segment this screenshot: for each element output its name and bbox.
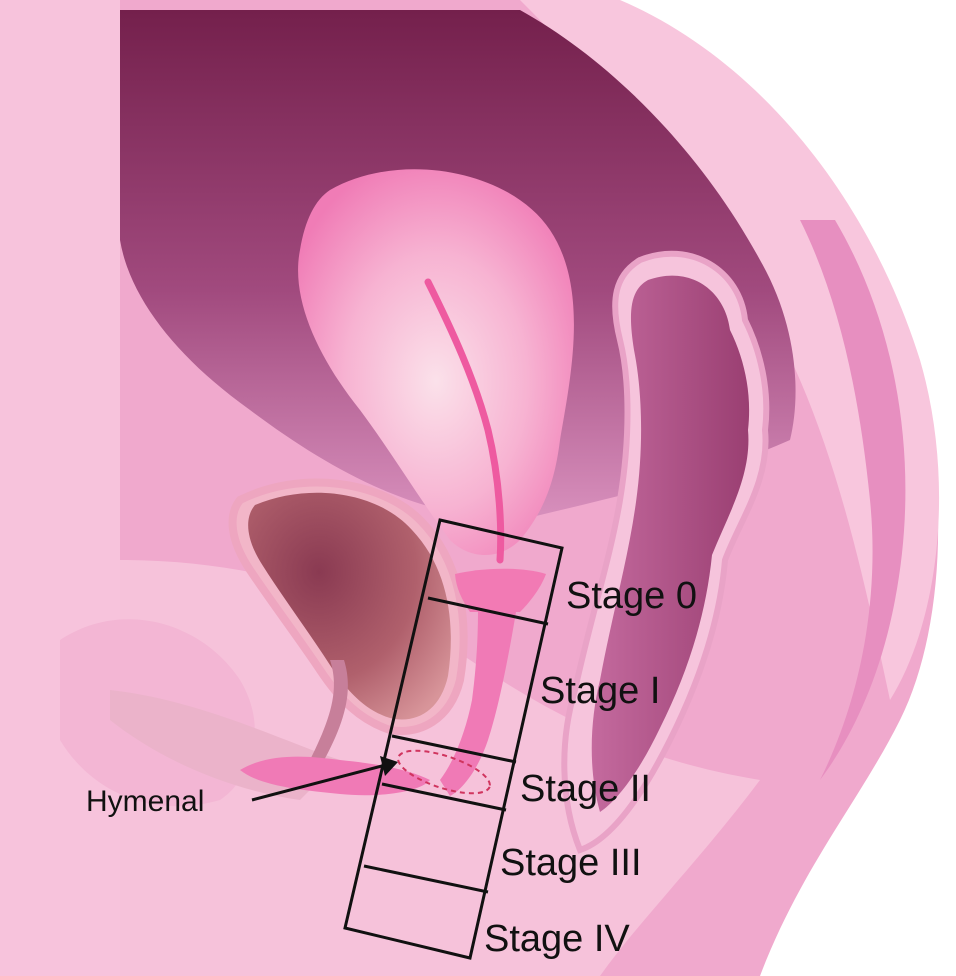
bladder: [248, 492, 451, 720]
pelvic-floor-tissue: [120, 560, 760, 976]
stage-1-label: Stage I: [540, 670, 661, 712]
stage-grid: [343, 518, 564, 960]
stage-2-label: Stage II: [520, 768, 651, 810]
stage-3-label: Stage III: [500, 842, 642, 884]
stage-divider-2: [381, 782, 507, 812]
urethra: [310, 660, 348, 764]
hymenal-leader-line: [251, 764, 383, 802]
spine-band: [800, 220, 906, 780]
stage-4-label: Stage IV: [484, 918, 630, 960]
stage-divider-0: [427, 596, 549, 626]
stage-grid-outline: [343, 518, 564, 960]
hymenal-label: Hymenal: [86, 785, 205, 818]
abdominal-wall: [0, 0, 120, 976]
cervix: [455, 568, 546, 612]
hymenal-arrowhead: [380, 756, 398, 776]
stage-0-label: Stage 0: [566, 575, 697, 617]
stage-divider-3: [363, 864, 489, 894]
uterine-canal: [424, 278, 505, 564]
stage-divider-1: [391, 734, 517, 764]
rectum: [591, 275, 750, 813]
hymenal-ring: [397, 749, 491, 795]
uterus: [298, 169, 574, 555]
